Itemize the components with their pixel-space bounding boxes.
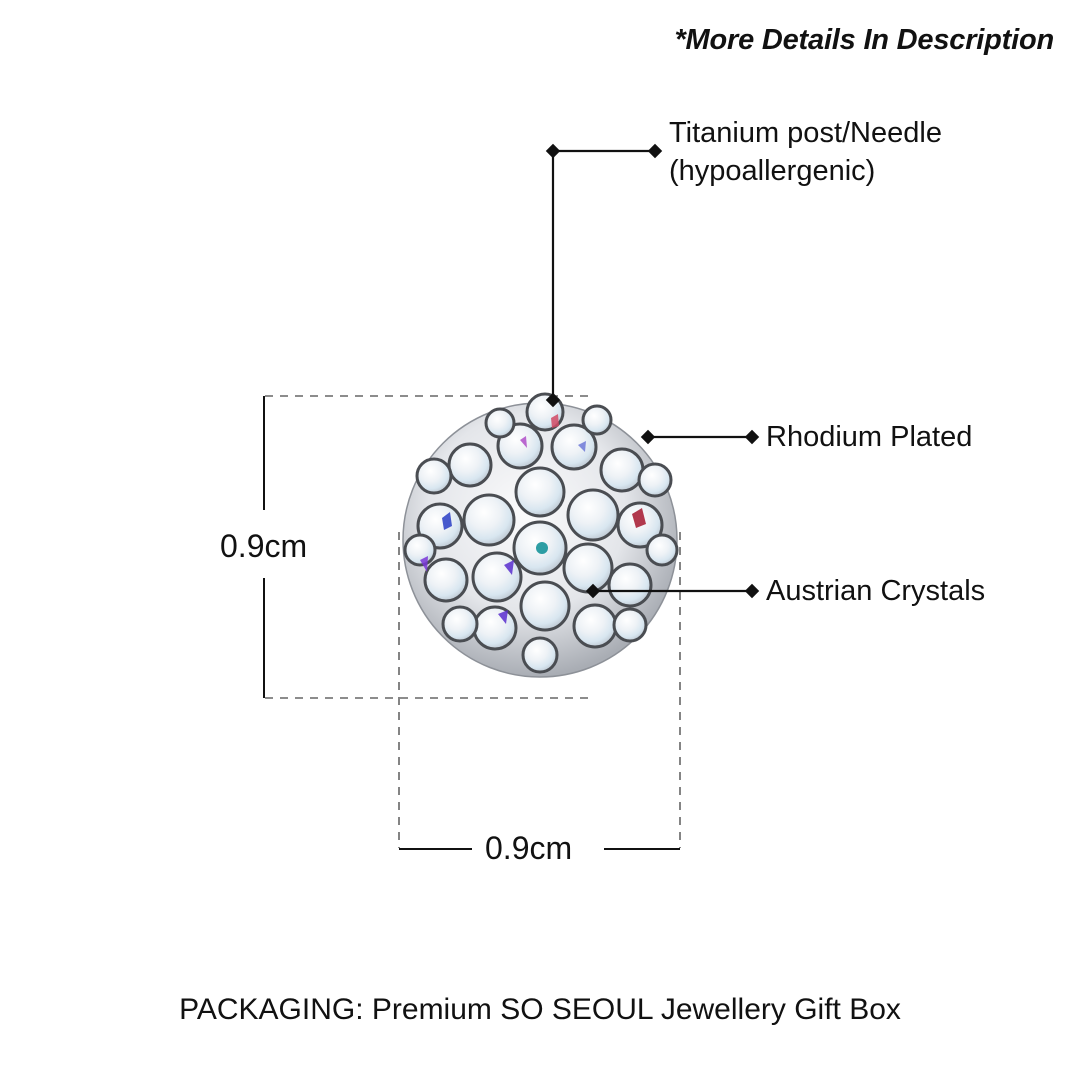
callout-plating-label: Rhodium Plated [766,421,973,453]
width-dimension-label: 0.9cm [485,830,573,867]
details-note: *More Details In Description [674,24,1054,56]
callout-post-leader [545,143,663,408]
callout-post-label: Titanium post/Needle (hypoallergenic) [669,114,942,190]
callout-plating-leader [640,429,760,445]
callout-post-line-2: (hypoallergenic) [669,155,876,187]
height-dimension-label: 0.9cm [220,528,308,565]
crystal-ball-image [402,392,679,678]
callout-stones-leader [585,583,760,599]
callout-post-line-1: Titanium post/Needle [669,117,942,149]
packaging-caption: PACKAGING: Premium SO SEOUL Jewellery Gi… [179,993,901,1026]
callout-stones-label: Austrian Crystals [766,575,986,607]
